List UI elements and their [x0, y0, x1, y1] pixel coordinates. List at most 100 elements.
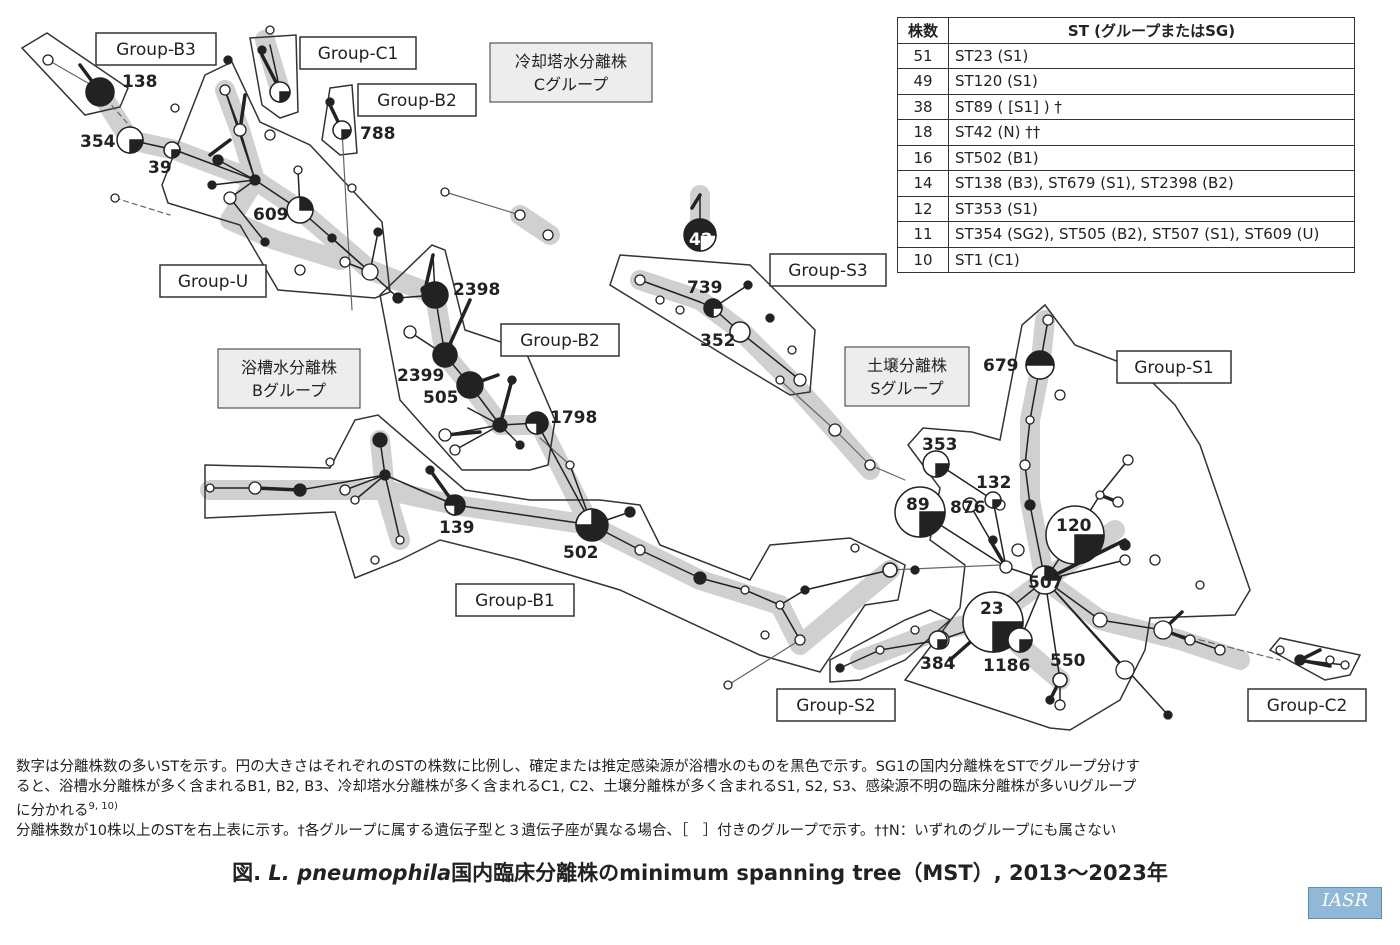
table-cell: 38 — [897, 93, 949, 120]
node — [449, 444, 461, 456]
node — [775, 600, 785, 610]
svg-text:Group-S1: Group-S1 — [1134, 358, 1214, 378]
node — [1011, 543, 1025, 557]
group-b2-top-outline — [321, 84, 358, 156]
label-group-c1: Group-C1 — [299, 36, 417, 70]
table-cell: ST138 (B3), ST679 (S1), ST2398 (B2) — [948, 170, 1355, 197]
node — [379, 469, 391, 481]
node-354-slice — [129, 139, 144, 154]
table-cell: 10 — [897, 246, 949, 273]
node-609-slice — [299, 196, 314, 211]
node-502-slice — [575, 508, 593, 526]
node — [765, 313, 775, 323]
node-1798-slice — [525, 422, 538, 435]
svg-text:Group-U: Group-U — [178, 272, 248, 292]
label-39: 39 — [148, 158, 172, 178]
label-353: 353 — [922, 435, 958, 455]
node — [361, 263, 379, 281]
label-2398: 2398 — [453, 280, 500, 300]
svg-text:Cグループ: Cグループ — [534, 75, 608, 94]
node — [294, 264, 306, 276]
node — [212, 154, 224, 166]
footnote-line3: に分かれる9, 10) — [16, 797, 1391, 821]
svg-text:浴槽水分離株: 浴槽水分離株 — [241, 358, 337, 377]
node — [339, 484, 351, 496]
node — [514, 209, 526, 221]
node — [740, 585, 750, 595]
label-507: 507 — [1028, 573, 1064, 593]
bath-water-box: 浴槽水分離株 Bグループ — [217, 348, 361, 409]
node — [249, 174, 261, 186]
group-s3-outline — [609, 254, 816, 396]
node — [392, 292, 404, 304]
node — [1115, 660, 1135, 680]
table-cell: 49 — [897, 68, 949, 95]
node — [339, 256, 351, 268]
node — [372, 432, 388, 448]
node-876 — [962, 497, 978, 513]
footnote: 数字は分離株数の多いSTを示す。円の大きさはそれぞれのSTの株数に比例し、確定ま… — [16, 757, 1391, 841]
svg-text:冷却塔水分離株: 冷却塔水分離株 — [515, 52, 627, 71]
group-c2-outline — [1268, 637, 1362, 681]
label-group-b1: Group-B1 — [455, 583, 575, 617]
node-739-slice — [712, 307, 723, 318]
node — [170, 103, 180, 113]
soil-box: 土壌分離株 Sグループ — [844, 346, 970, 407]
label-group-c2: Group-C2 — [1247, 688, 1367, 722]
label-120: 120 — [1056, 516, 1092, 536]
iasr-logo: IASR — [1308, 887, 1382, 919]
node — [110, 193, 120, 203]
node — [264, 129, 276, 141]
node-788-slice — [341, 129, 352, 140]
node — [1149, 554, 1161, 566]
node — [1119, 554, 1131, 566]
node — [425, 465, 435, 475]
node — [743, 280, 753, 290]
svg-text:Bグループ: Bグループ — [252, 381, 326, 400]
node — [634, 274, 646, 286]
node — [373, 227, 383, 237]
node — [1153, 620, 1173, 640]
node — [1024, 499, 1036, 511]
table-cell: 18 — [897, 119, 949, 146]
label-23: 23 — [980, 599, 1004, 619]
table-cell: ST354 (SG2), ST505 (B2), ST507 (S1), ST6… — [948, 221, 1355, 248]
svg-text:Group-S2: Group-S2 — [796, 696, 876, 716]
source-boxes: 冷却塔水分離株 Cグループ 浴槽水分離株 Bグループ 土壌分離株 Sグループ — [217, 42, 970, 409]
node — [1095, 490, 1105, 500]
node-384-slice — [937, 639, 948, 650]
node — [988, 535, 998, 545]
label-505: 505 — [423, 388, 459, 408]
label-42: 42 — [689, 230, 713, 250]
label-354: 354 — [80, 132, 116, 152]
node — [327, 233, 337, 243]
label-group-u: Group-U — [159, 264, 267, 298]
node — [370, 555, 380, 565]
node-353-slice — [935, 463, 950, 478]
label-550: 550 — [1050, 651, 1086, 671]
label-609: 609 — [253, 205, 289, 225]
node — [1092, 612, 1108, 628]
node — [293, 483, 307, 497]
label-1798: 1798 — [550, 408, 597, 428]
node — [634, 544, 646, 556]
node — [223, 191, 237, 205]
table-cell: 12 — [897, 195, 949, 222]
node — [1122, 454, 1134, 466]
node — [542, 229, 554, 241]
node — [1195, 580, 1205, 590]
node — [565, 460, 575, 470]
logo-text: IASR — [1322, 890, 1368, 911]
node — [507, 375, 517, 385]
label-group-b2: Group-B2 — [500, 323, 620, 357]
group-s2-outline — [829, 609, 952, 683]
node-c1-slice — [279, 91, 291, 103]
node — [835, 663, 845, 673]
table-cell: ST23 (S1) — [948, 42, 1355, 69]
node — [42, 54, 54, 66]
node — [205, 483, 215, 493]
node — [492, 417, 508, 433]
